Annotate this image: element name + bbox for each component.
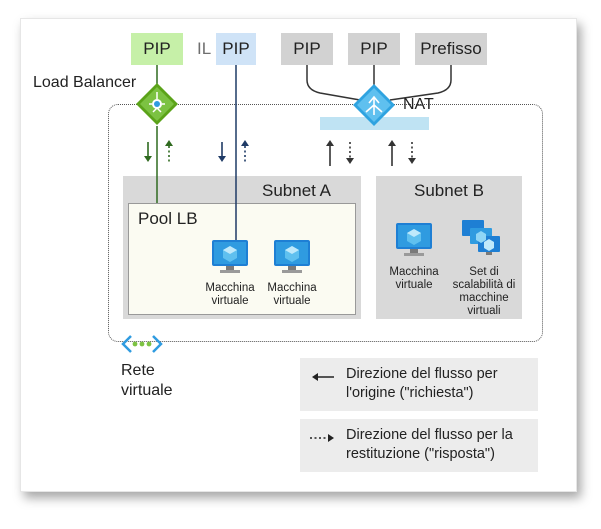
load-balancer-icon	[136, 83, 178, 125]
nat-label: NAT	[403, 96, 434, 113]
nat-connector-3	[389, 65, 452, 101]
scale-set-caption-line-3: macchine	[459, 292, 509, 304]
nat-gateway-icon	[353, 84, 395, 126]
vm-caption-2-line-1: Macchina	[267, 282, 317, 294]
nat-pip-label-1: PIP	[293, 39, 321, 58]
scale-set-caption: Set di scalabilità di macchine virtuali	[446, 266, 522, 318]
nat-pip-label-2: PIP	[360, 39, 388, 58]
vm-caption-1: Macchina virtuale	[198, 282, 262, 308]
legend-request-arrow	[312, 373, 334, 381]
nat-connector-1	[306, 65, 361, 101]
legend-request: Direzione del flusso per l'origine ("ric…	[300, 358, 538, 411]
subnet-a-label: Subnet A	[262, 181, 332, 200]
virtual-machine-icon-2	[274, 240, 310, 273]
pool-label: Pool LB	[138, 209, 198, 228]
virtual-network-boundary	[108, 104, 543, 342]
vm-caption-1-line-2: virtuale	[211, 295, 249, 307]
nat-pip-chip-2: PIP	[348, 33, 400, 65]
virtual-machine-icon-1	[212, 240, 248, 273]
legend-response-line-2: restituzione ("risposta")	[346, 446, 495, 462]
vm-caption-3-line-1: Macchina	[389, 266, 439, 278]
virtual-machine-icon-3	[396, 223, 432, 256]
legend-response-arrow	[310, 434, 334, 442]
vm-caption-3-line-2: virtuale	[395, 279, 433, 291]
legend-request-text: Direzione del flusso per l'origine ("ric…	[346, 365, 498, 403]
prefix-chip: Prefisso	[415, 33, 487, 65]
virtual-network-label: Rete virtuale	[121, 361, 173, 401]
subnet-b-label: Subnet B	[414, 181, 484, 200]
vm-caption-3: Macchina virtuale	[382, 266, 446, 292]
load-balancer-label: Load Balancer	[33, 74, 137, 91]
legend-request-line-2: l'origine ("richiesta")	[346, 385, 474, 401]
vm-caption-2: Macchina virtuale	[260, 282, 324, 308]
legend-response-line-1: Direzione del flusso per la	[346, 427, 513, 443]
il-pip-label: PIP	[222, 39, 250, 58]
lb-pip-label: PIP	[143, 39, 171, 58]
legend-response-text: Direzione del flusso per la restituzione…	[346, 426, 513, 464]
virtual-network-icon	[121, 335, 163, 353]
prefix-label: Prefisso	[420, 39, 482, 58]
virtual-network-label-line-2: virtuale	[121, 382, 173, 399]
legend-response: Direzione del flusso per la restituzione…	[300, 419, 538, 472]
scale-set-icon	[462, 220, 500, 255]
scale-set-caption-line-1: Set di	[469, 266, 499, 278]
vm-caption-2-line-2: virtuale	[273, 295, 311, 307]
nat-pip-chip-1: PIP	[281, 33, 333, 65]
lb-pip-chip: PIP	[131, 33, 183, 65]
scale-set-caption-line-2: scalabilità di	[452, 279, 516, 291]
scale-set-caption-line-4: virtuali	[467, 305, 501, 317]
il-pip-chip: PIP	[216, 33, 256, 65]
legend-request-line-1: Direzione del flusso per	[346, 366, 498, 382]
vm-caption-1-line-1: Macchina	[205, 282, 255, 294]
il-label: IL	[197, 39, 212, 58]
virtual-network-label-line-1: Rete	[121, 362, 155, 379]
